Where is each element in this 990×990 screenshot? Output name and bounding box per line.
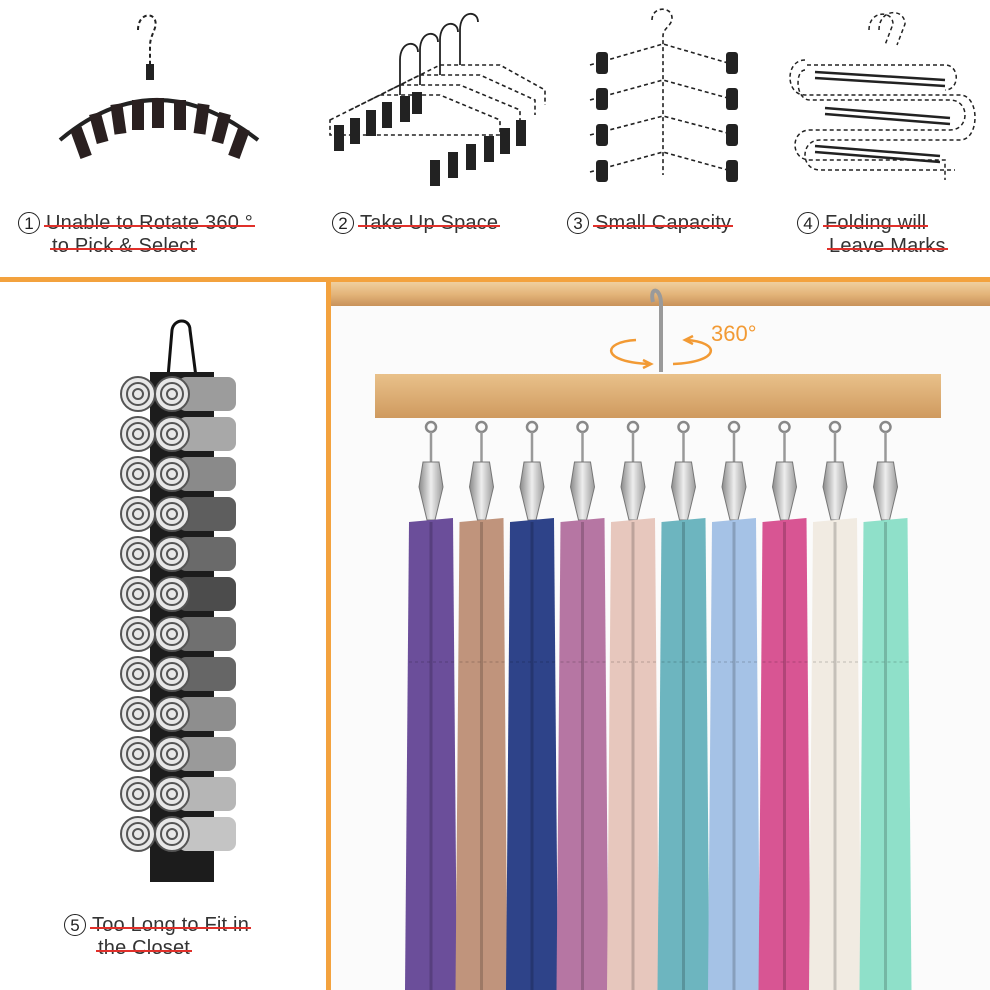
caption-line-2: the Closet bbox=[95, 937, 193, 959]
s-shaped-pants-hanger-icon bbox=[789, 12, 976, 180]
legging-roll bbox=[120, 416, 236, 452]
legging-roll bbox=[120, 816, 236, 852]
caption-line-1: Unable to Rotate 360 ° bbox=[44, 212, 255, 234]
swivel-hook-icon bbox=[650, 288, 663, 372]
number-badge: 3 bbox=[567, 212, 589, 234]
horizontal-divider bbox=[0, 277, 990, 282]
legging-garment bbox=[455, 518, 508, 990]
legging-garment bbox=[405, 518, 457, 990]
number-badge: 2 bbox=[332, 212, 354, 234]
legging-roll bbox=[120, 696, 236, 732]
legging-garment bbox=[657, 518, 710, 990]
legging-roll bbox=[120, 536, 236, 572]
clip bbox=[468, 420, 495, 521]
clip bbox=[620, 420, 646, 521]
legging-garment bbox=[556, 518, 609, 990]
legging-garment bbox=[859, 518, 912, 990]
legging-roll bbox=[120, 776, 236, 812]
caption-line-1: Take Up Space bbox=[357, 212, 501, 234]
solution-illustration bbox=[331, 282, 990, 990]
clip bbox=[872, 420, 899, 521]
number-badge: 5 bbox=[64, 914, 86, 936]
legging-roll bbox=[120, 376, 236, 412]
legging-roll bbox=[120, 656, 236, 692]
legging-roll bbox=[120, 456, 236, 492]
caption-line-1: Small Capacity bbox=[592, 212, 734, 234]
hanging-legging-organizer-icon bbox=[120, 319, 236, 882]
clip bbox=[519, 420, 545, 521]
legging-roll bbox=[120, 736, 236, 772]
rotate-arrow-icon bbox=[609, 334, 713, 370]
legging-roll bbox=[120, 616, 236, 652]
clip bbox=[418, 420, 444, 521]
caption-line-2: Leave Marks bbox=[827, 235, 948, 257]
caption-line-1: Too Long to Fit in bbox=[89, 914, 252, 936]
rotation-label: 360° bbox=[711, 321, 757, 346]
legging-garment bbox=[506, 518, 558, 990]
caption-line-2: to Pick & Select bbox=[49, 235, 198, 257]
tiered-clip-hanger-icon bbox=[589, 8, 738, 182]
clip bbox=[670, 420, 697, 521]
wooden-hanger-bar bbox=[375, 374, 941, 418]
legging-garment bbox=[809, 518, 861, 990]
legging-garment bbox=[708, 518, 760, 990]
clip bbox=[822, 420, 848, 521]
arc-clip-hanger-icon bbox=[58, 14, 260, 159]
caption-line-1: Folding will bbox=[822, 212, 929, 234]
legging-garment bbox=[607, 518, 659, 990]
clip bbox=[721, 420, 747, 521]
legging-garment bbox=[758, 518, 811, 990]
stacked-clip-hangers-icon bbox=[329, 13, 546, 186]
clip bbox=[771, 420, 798, 521]
number-badge: 4 bbox=[797, 212, 819, 234]
number-badge: 1 bbox=[18, 212, 40, 234]
legging-roll bbox=[120, 576, 236, 612]
legging-roll bbox=[120, 496, 236, 532]
clip bbox=[569, 420, 596, 521]
vertical-divider bbox=[326, 277, 331, 990]
